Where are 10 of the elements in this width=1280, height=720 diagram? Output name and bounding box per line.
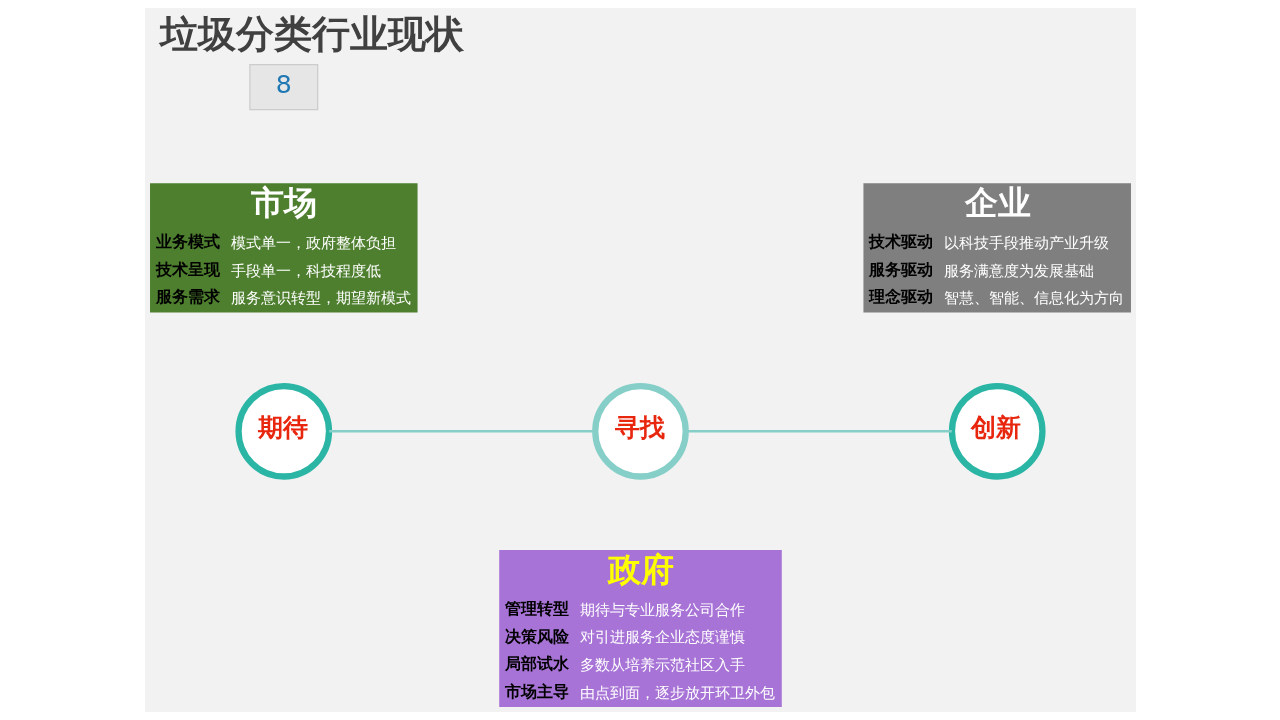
connector [685, 430, 952, 433]
node-circle: 创新 [948, 382, 1046, 480]
diagram-title: 垃圾分类行业现状 [159, 11, 464, 56]
node-box: 政府 管理转型 期待与专业服务公司合作 决策风险 对引进服务企业态度谨慎 局部试水 多数从培养示范社区入手 市场主导 由点到面，逐步放开环卫外包 [498, 549, 782, 707]
node-box: 市场 业务模式 模式单一，政府整体负担 技术呈现 手段单一，科技程度低 服务需求 服务意识转型，期望新模式 [149, 183, 418, 313]
connector [328, 430, 595, 433]
label: 8 [275, 70, 292, 100]
node-circle: 寻找 [591, 382, 689, 480]
node-circle: 期待 [234, 382, 332, 480]
node-box: 企业 技术驱动 以科技手段推动产业升级 服务驱动 服务满意度为发展基础 理念驱动 智慧、智能、信息化为方向 [862, 183, 1131, 313]
